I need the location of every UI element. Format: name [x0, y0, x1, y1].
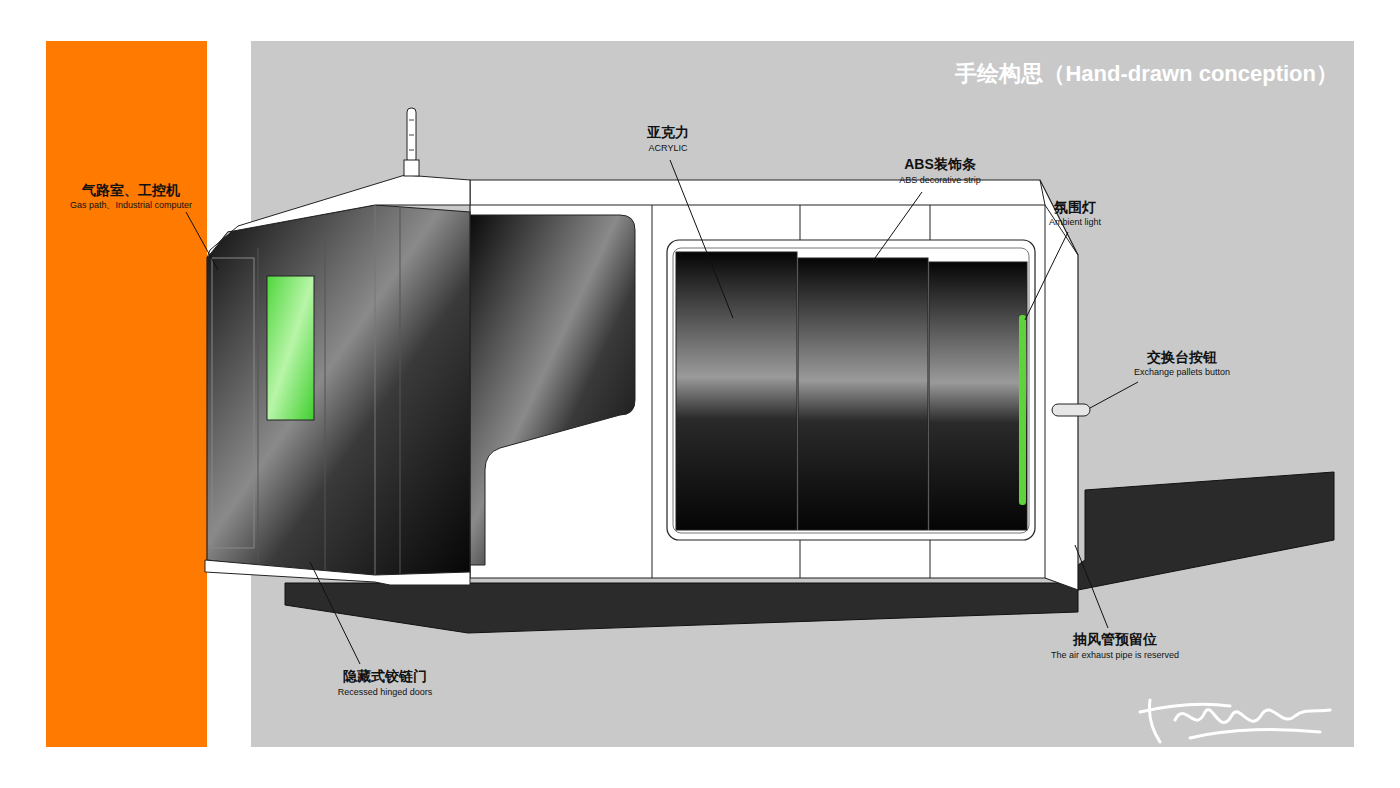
- orange-band: [46, 41, 207, 747]
- label-holder: The air exhaust pipe is reserved: [1051, 650, 1179, 660]
- acrylic-pane: [929, 262, 1027, 530]
- callout-label-en: Ambient light: [1049, 217, 1101, 227]
- callout-label: 亚克力: [647, 124, 689, 140]
- ambient-light: [1019, 315, 1026, 505]
- label-holder: Ambient light: [1049, 217, 1101, 227]
- title-holder: 手绘构思（Hand-drawn conception）: [955, 61, 1338, 86]
- label-holder: Gas path、Industrial computer: [70, 200, 192, 210]
- signal-tower: [407, 108, 416, 163]
- exchange-button: [1052, 404, 1090, 416]
- callout-label: 抽风管预留位: [1073, 631, 1157, 647]
- label-holder: ACRYLIC: [649, 143, 688, 153]
- callout-label: 气路室、工控机: [82, 182, 180, 198]
- callout-label-en: Exchange pallets button: [1134, 367, 1230, 377]
- cabinet-top: [207, 175, 470, 258]
- callout-label-en: Gas path、Industrial computer: [70, 200, 192, 210]
- label-holder: Exchange pallets button: [1134, 367, 1230, 377]
- cabinet-lip: [205, 560, 470, 585]
- callout-label: 交换台按钮: [1147, 349, 1217, 365]
- label-holder: ABS装饰条: [904, 156, 976, 172]
- leader-lines: [186, 160, 1138, 664]
- gas-path-cabinet: [207, 205, 470, 580]
- main-body: [470, 180, 1078, 590]
- label-holder: 抽风管预留位: [1073, 631, 1157, 647]
- callout-label: 隐藏式铰链门: [343, 668, 427, 684]
- pallet-table: [1078, 472, 1334, 590]
- label-holder: 氛围灯: [1054, 199, 1096, 215]
- signature: [1140, 700, 1330, 742]
- callout-label: 氛围灯: [1054, 199, 1096, 215]
- hidden-door: [212, 258, 254, 548]
- callout-label-en: The air exhaust pipe is reserved: [1051, 650, 1179, 660]
- acrylic-pane: [798, 258, 928, 530]
- label-holder: Recessed hinged doors: [338, 687, 433, 697]
- label-holder: 亚克力: [647, 124, 689, 140]
- callout-label-en: Recessed hinged doors: [338, 687, 433, 697]
- callout-label-en: ABS decorative strip: [899, 175, 981, 185]
- acrylic-pane: [676, 252, 797, 530]
- dark-side-panel: [470, 215, 635, 565]
- diagram-title: 手绘构思（Hand-drawn conception）: [955, 61, 1338, 86]
- control-screen: [267, 276, 314, 420]
- label-holder: ABS decorative strip: [899, 175, 981, 185]
- label-holder: 气路室、工控机: [82, 182, 180, 198]
- callout-label-en: ACRYLIC: [649, 143, 688, 153]
- label-holder: 隐藏式铰链门: [343, 668, 427, 684]
- callout-label: ABS装饰条: [904, 156, 976, 172]
- window-frame: [667, 240, 1035, 540]
- label-holder: 交换台按钮: [1147, 349, 1217, 365]
- base-slab: [285, 583, 1078, 633]
